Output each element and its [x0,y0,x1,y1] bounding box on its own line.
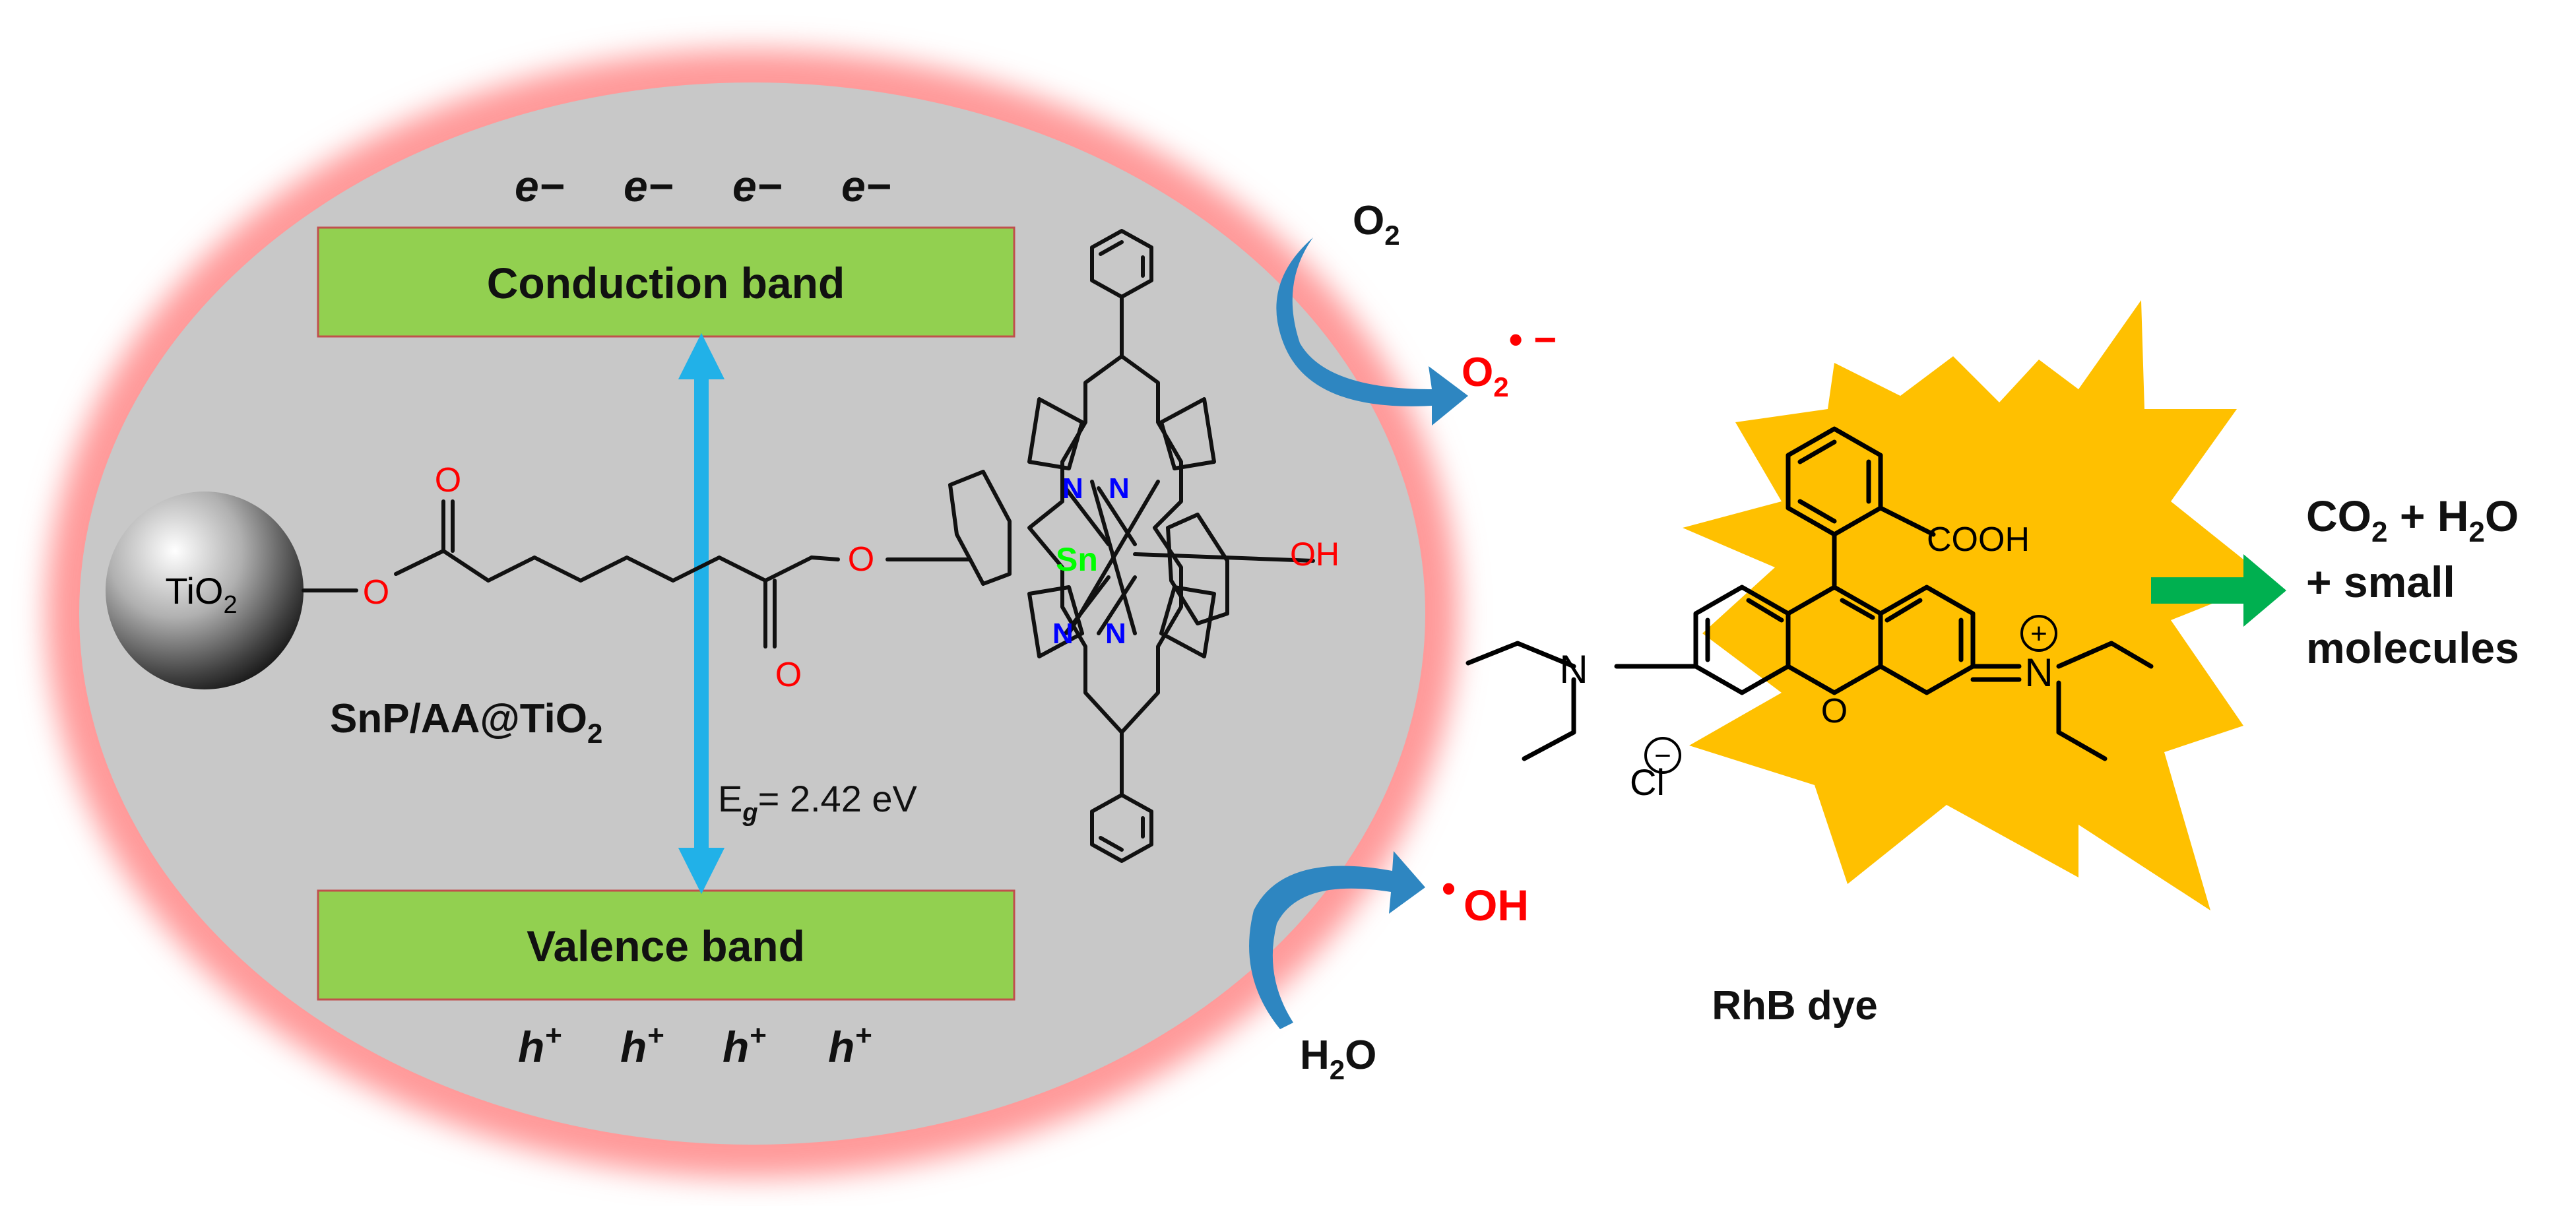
tin-atom: Sn [1056,541,1098,578]
o2-curved-arrow [1276,238,1468,426]
product-arrow [2151,554,2286,627]
xanthene-oxygen: O [1821,692,1848,730]
catalyst-label: SnP/AA@TiO2 [330,696,602,749]
hole-label: h+ [620,1019,664,1071]
sn-porphyrin: N N N N Sn OH [948,229,1339,863]
oxygen-atom: O [363,573,389,612]
hydroxyl-group: OH [1290,536,1339,573]
hole-label: h+ [723,1019,766,1071]
h2o-curved-arrow [1249,851,1425,1029]
negative-charge-circle [1644,737,1681,774]
electron-labels: e− e− e− e− [515,162,891,210]
rhb-burst [1683,300,2270,910]
nitrogen-atom: N [2024,651,2053,695]
oxygen-atom: O [435,461,461,499]
negative-charge: − [1654,740,1671,772]
electron-label: e− [624,162,673,210]
conduction-band [317,226,1015,338]
electron-label: e− [732,162,782,210]
oxygen-molecule-label: O2 [1353,198,1400,251]
hydroxyl-radical-label: •OH [1442,866,1529,930]
valence-band [317,889,1015,1001]
electron-label: e− [841,162,891,210]
dye-label: RhB dye [1712,983,1877,1029]
conduction-band-label: Conduction band [487,259,845,307]
svg-text:molecules: molecules [2306,623,2519,672]
positive-charge: + [2030,618,2047,650]
nitrogen-atom: N [1062,472,1083,505]
hole-label: h+ [518,1019,562,1071]
hole-labels: h+ h+ h+ h+ [518,1019,872,1071]
svg-text:CO2 + H2O: CO2 + H2O [2306,492,2519,548]
nitrogen-atom: N [1559,647,1588,691]
oxygen-atom: O [775,656,802,694]
valence-band-label: Valence band [527,922,805,970]
nitrogen-atom: N [1109,472,1130,505]
adipic-acid-linker: O O O O [302,461,972,694]
particle-body [79,82,1425,1145]
nitrogen-atom: N [1105,618,1126,650]
electron-label: e− [515,162,564,210]
oxygen-atom: O [848,540,874,579]
svg-text:+ small: + small [2306,557,2455,606]
acid-group: COOH [1927,521,2030,559]
nitrogen-atom: N [1052,618,1074,650]
hole-label: h+ [828,1019,872,1071]
rhodamine-b-structure: N N + COOH O Cl − [1465,426,2154,803]
products-text: CO2 + H2O + small molecules [2306,492,2519,672]
tio2-sphere-label: TiO2 [165,570,237,619]
superoxide-label: O2• − [1462,317,1557,402]
water-label: H2O [1300,1032,1376,1085]
band-gap-label: Eg= 2.42 eV [718,778,918,827]
positive-charge-circle [2020,615,2057,652]
tio2-sphere [106,492,304,689]
chloride-ion: Cl [1630,761,1665,803]
